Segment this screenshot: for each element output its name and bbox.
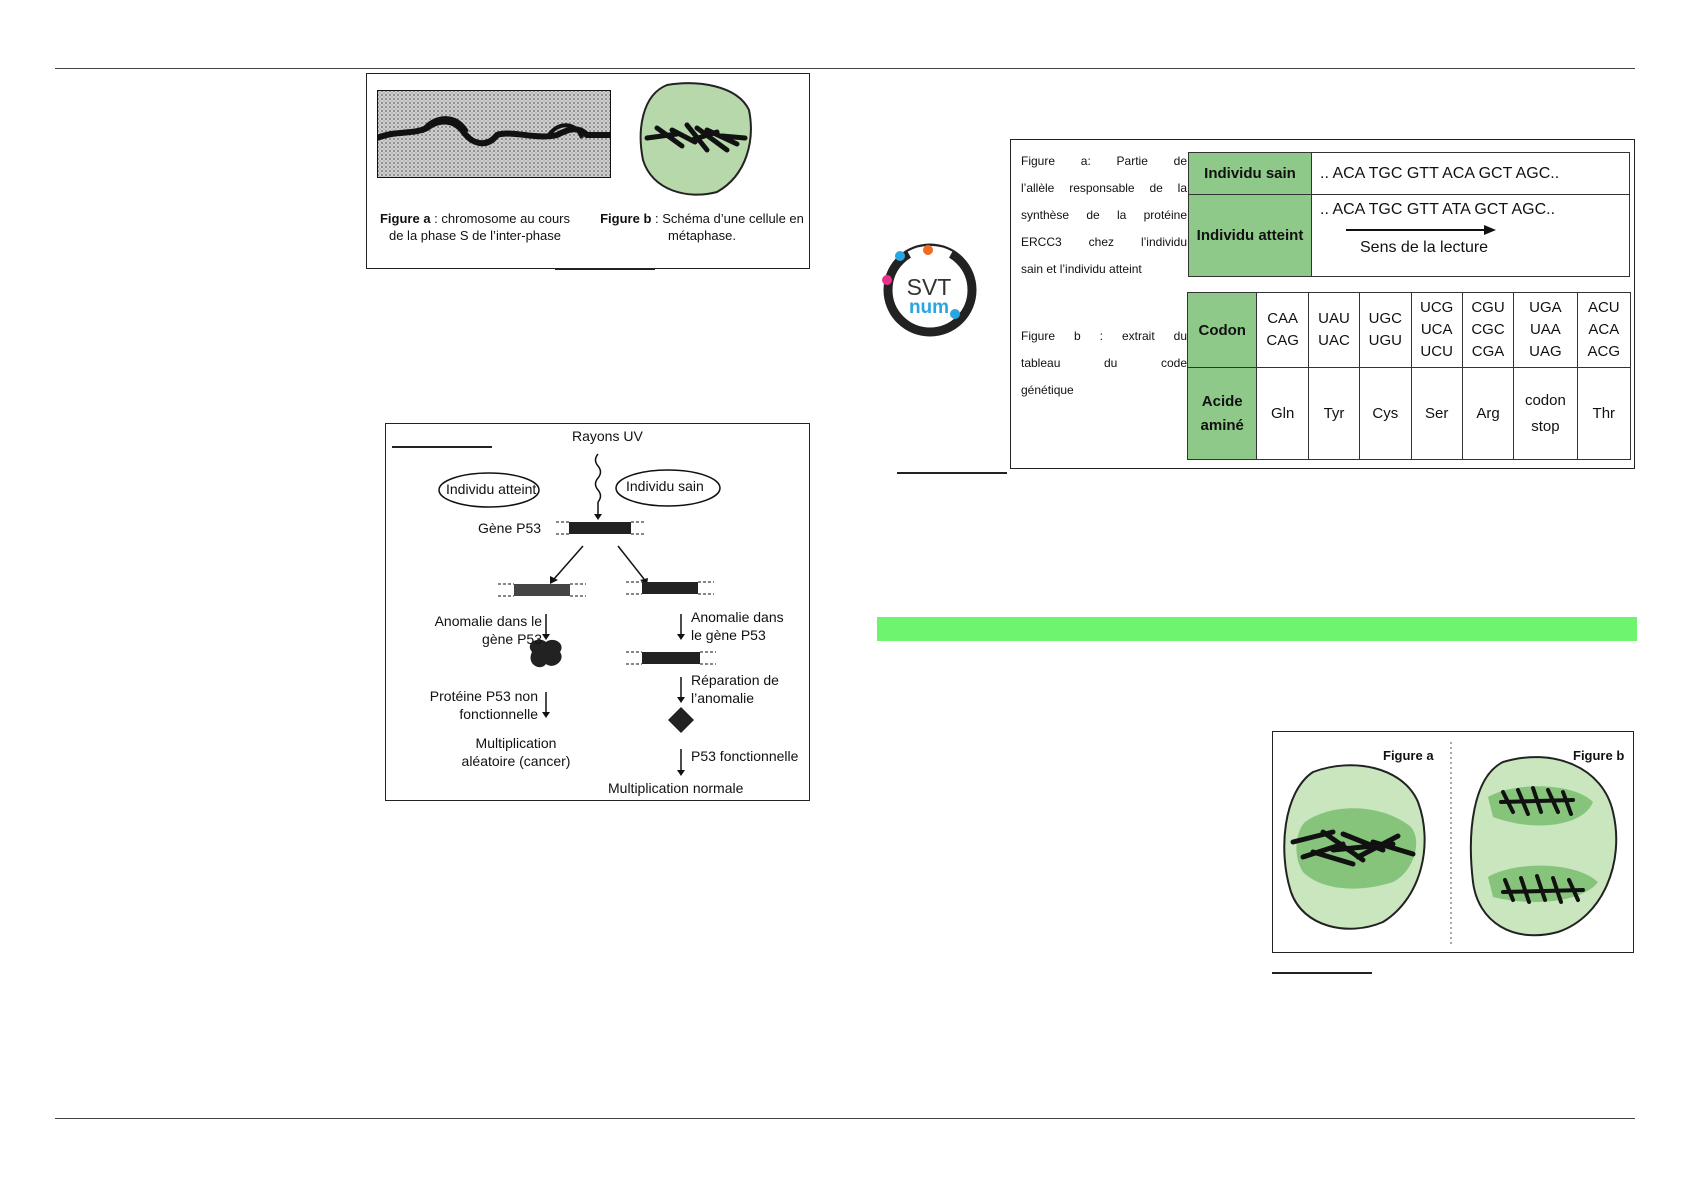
- metaphase-cell-image: [639, 82, 752, 196]
- figure-a-description: Figure a: Partie de l’allèle responsable…: [1021, 154, 1187, 276]
- multiplication-normale-label: Multiplication normale: [608, 780, 744, 796]
- p53-diagram: Rayons UV Individu atteint Individu sain…: [385, 423, 810, 801]
- chromosome-figure: Figure a : chromosome au cours de la pha…: [366, 73, 810, 270]
- individu-sain-sequence: .. ACA TGC GTT ACA GCT AGC..: [1311, 152, 1630, 195]
- mitosis-figure: Figure a Figure b: [1272, 731, 1634, 953]
- codon-table: Codon CAA CAG UAU UAC UGC UGU UCG UCA UC…: [1186, 292, 1632, 460]
- codon-cell: UGA UAA UAG: [1513, 292, 1578, 368]
- gene-p53-label: Gène P53: [478, 520, 542, 536]
- rayons-label: Rayons UV: [572, 428, 643, 444]
- mitosis-figure-a-label: Figure a: [1383, 748, 1434, 763]
- top-rule: [55, 68, 1635, 69]
- chromosome-image: [377, 90, 611, 178]
- codon-cell: UCG UCA UCU: [1410, 292, 1463, 368]
- bottom-rule: [55, 1118, 1635, 1119]
- logo-svt-text: SVT: [907, 274, 952, 300]
- genetic-code-figure: Figure a: Partie de l’allèle responsable…: [1010, 139, 1635, 469]
- codon-cell: UGC UGU: [1359, 292, 1412, 368]
- amino-acid-cell: codon stop: [1513, 367, 1578, 460]
- amino-acid-cell: Thr: [1576, 367, 1632, 460]
- amino-acid-cell: Gln: [1256, 367, 1309, 460]
- figure-b-caption: Figure b : Schéma d’une cellule en métap…: [600, 211, 804, 243]
- codon-cell: UAU UAC: [1307, 292, 1361, 368]
- amino-acid-cell: Ser: [1410, 367, 1463, 460]
- p53-diagram-shapes: [438, 453, 721, 776]
- caption-underline: [555, 268, 655, 270]
- sens-lecture-label: Sens de la lecture: [1360, 239, 1489, 256]
- allele-table: Individu sain .. ACA TGC GTT ACA GCT AGC…: [1188, 152, 1630, 277]
- section-header-bar: [877, 617, 1637, 641]
- amino-acid-cell: Tyr: [1307, 367, 1361, 460]
- codon-cell: CAA CAG: [1256, 292, 1309, 368]
- title-underline: [392, 446, 492, 448]
- p53-fonctionnelle-label: P53 fonctionnelle: [691, 748, 799, 764]
- mitosis-figure-underline: [1272, 972, 1372, 974]
- individu-sain-header: Individu sain: [1188, 152, 1312, 195]
- svt-logo: SVT num: [880, 240, 978, 338]
- figure-a-caption: Figure a : chromosome au cours de la pha…: [379, 211, 571, 243]
- individu-atteint-cell: .. ACA TGC GTT ATA GCT AGC.. Sens de la …: [1311, 194, 1630, 277]
- individu-sain-label: Individu sain: [626, 478, 704, 494]
- figure-b-description: Figure b : extrait du tableau du code gé…: [1021, 329, 1187, 397]
- individu-atteint-header: Individu atteint: [1188, 194, 1312, 277]
- codon-cell: CGU CGC CGA: [1461, 292, 1515, 368]
- mitosis-figure-b-label: Figure b: [1573, 748, 1625, 763]
- mitosis-cells: [1283, 742, 1618, 944]
- genetic-figure-underline: [897, 472, 1007, 474]
- individu-atteint-label: Individu atteint: [446, 481, 537, 497]
- amino-acid-cell: Cys: [1359, 367, 1412, 460]
- acide-amine-header: Acide aminé: [1186, 367, 1258, 460]
- codon-cell: ACU ACA ACG: [1576, 292, 1632, 368]
- amino-acid-cell: Arg: [1461, 367, 1515, 460]
- individu-atteint-sequence: .. ACA TGC GTT ATA GCT AGC..: [1320, 201, 1556, 218]
- reading-direction-arrow: [1346, 225, 1496, 235]
- codon-header: Codon: [1186, 292, 1258, 368]
- logo-num-text: num: [909, 297, 949, 318]
